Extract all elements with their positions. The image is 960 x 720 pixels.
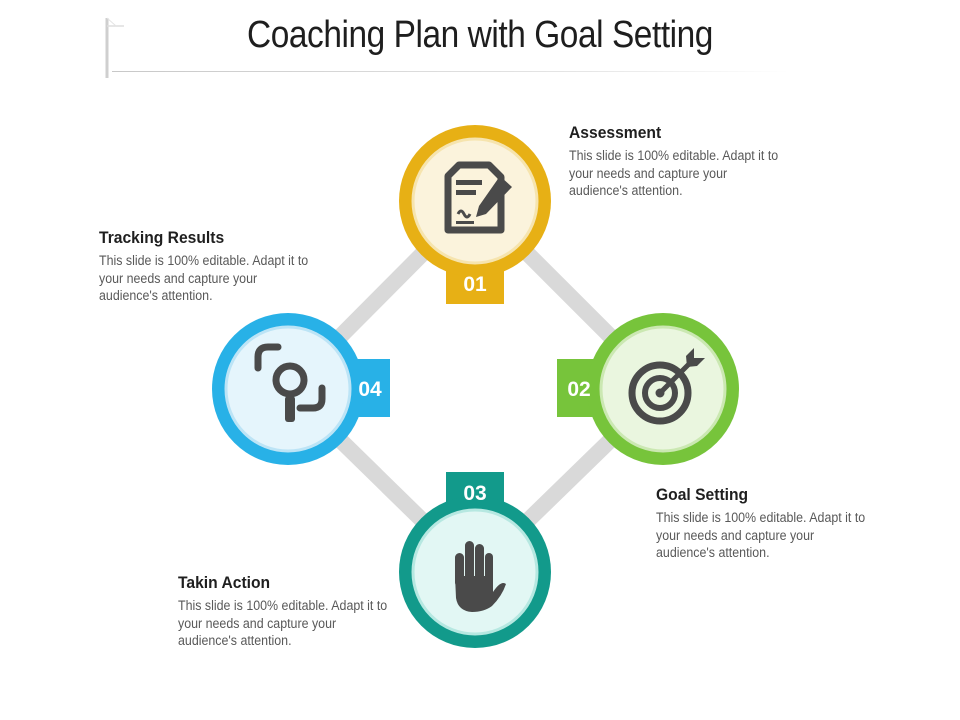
magnifier-focus-icon <box>254 343 326 422</box>
step-4-description: This slide is 100% editable. Adapt it to… <box>99 253 309 303</box>
step-1-node: 01 <box>399 125 551 304</box>
step-4-title: Tracking Results <box>99 228 225 247</box>
step-2-number: 02 <box>567 378 590 401</box>
title-corner-decoration <box>105 17 124 78</box>
step-3-title: Takin Action <box>178 573 271 592</box>
step-2-description: This slide is 100% editable. Adapt it to… <box>656 510 866 560</box>
step-1-description: This slide is 100% editable. Adapt it to… <box>569 148 779 198</box>
step-3-number: 03 <box>463 482 486 505</box>
target-arrow-icon <box>628 348 705 425</box>
step-2-text-block: Goal Setting This slide is 100% editable… <box>656 485 876 562</box>
step-2-node: 02 <box>557 313 739 465</box>
step-1-number: 01 <box>463 273 487 296</box>
document-pen-icon <box>444 161 512 234</box>
step-1-title: Assessment <box>569 123 662 142</box>
step-2-title: Goal Setting <box>656 485 749 504</box>
step-3-description: This slide is 100% editable. Adapt it to… <box>178 598 388 648</box>
step-3-text-block: Takin Action This slide is 100% editable… <box>178 573 398 650</box>
step-4-number: 04 <box>358 378 382 401</box>
step-4-text-block: Tracking Results This slide is 100% edit… <box>99 228 319 305</box>
title-underline <box>112 71 790 72</box>
page-title: Coaching Plan with Goal Setting <box>247 14 713 56</box>
step-4-node: 04 <box>212 313 390 465</box>
hand-stop-icon <box>455 541 506 612</box>
step-3-node: 03 <box>399 472 551 648</box>
step-1-text-block: Assessment This slide is 100% editable. … <box>569 123 789 200</box>
